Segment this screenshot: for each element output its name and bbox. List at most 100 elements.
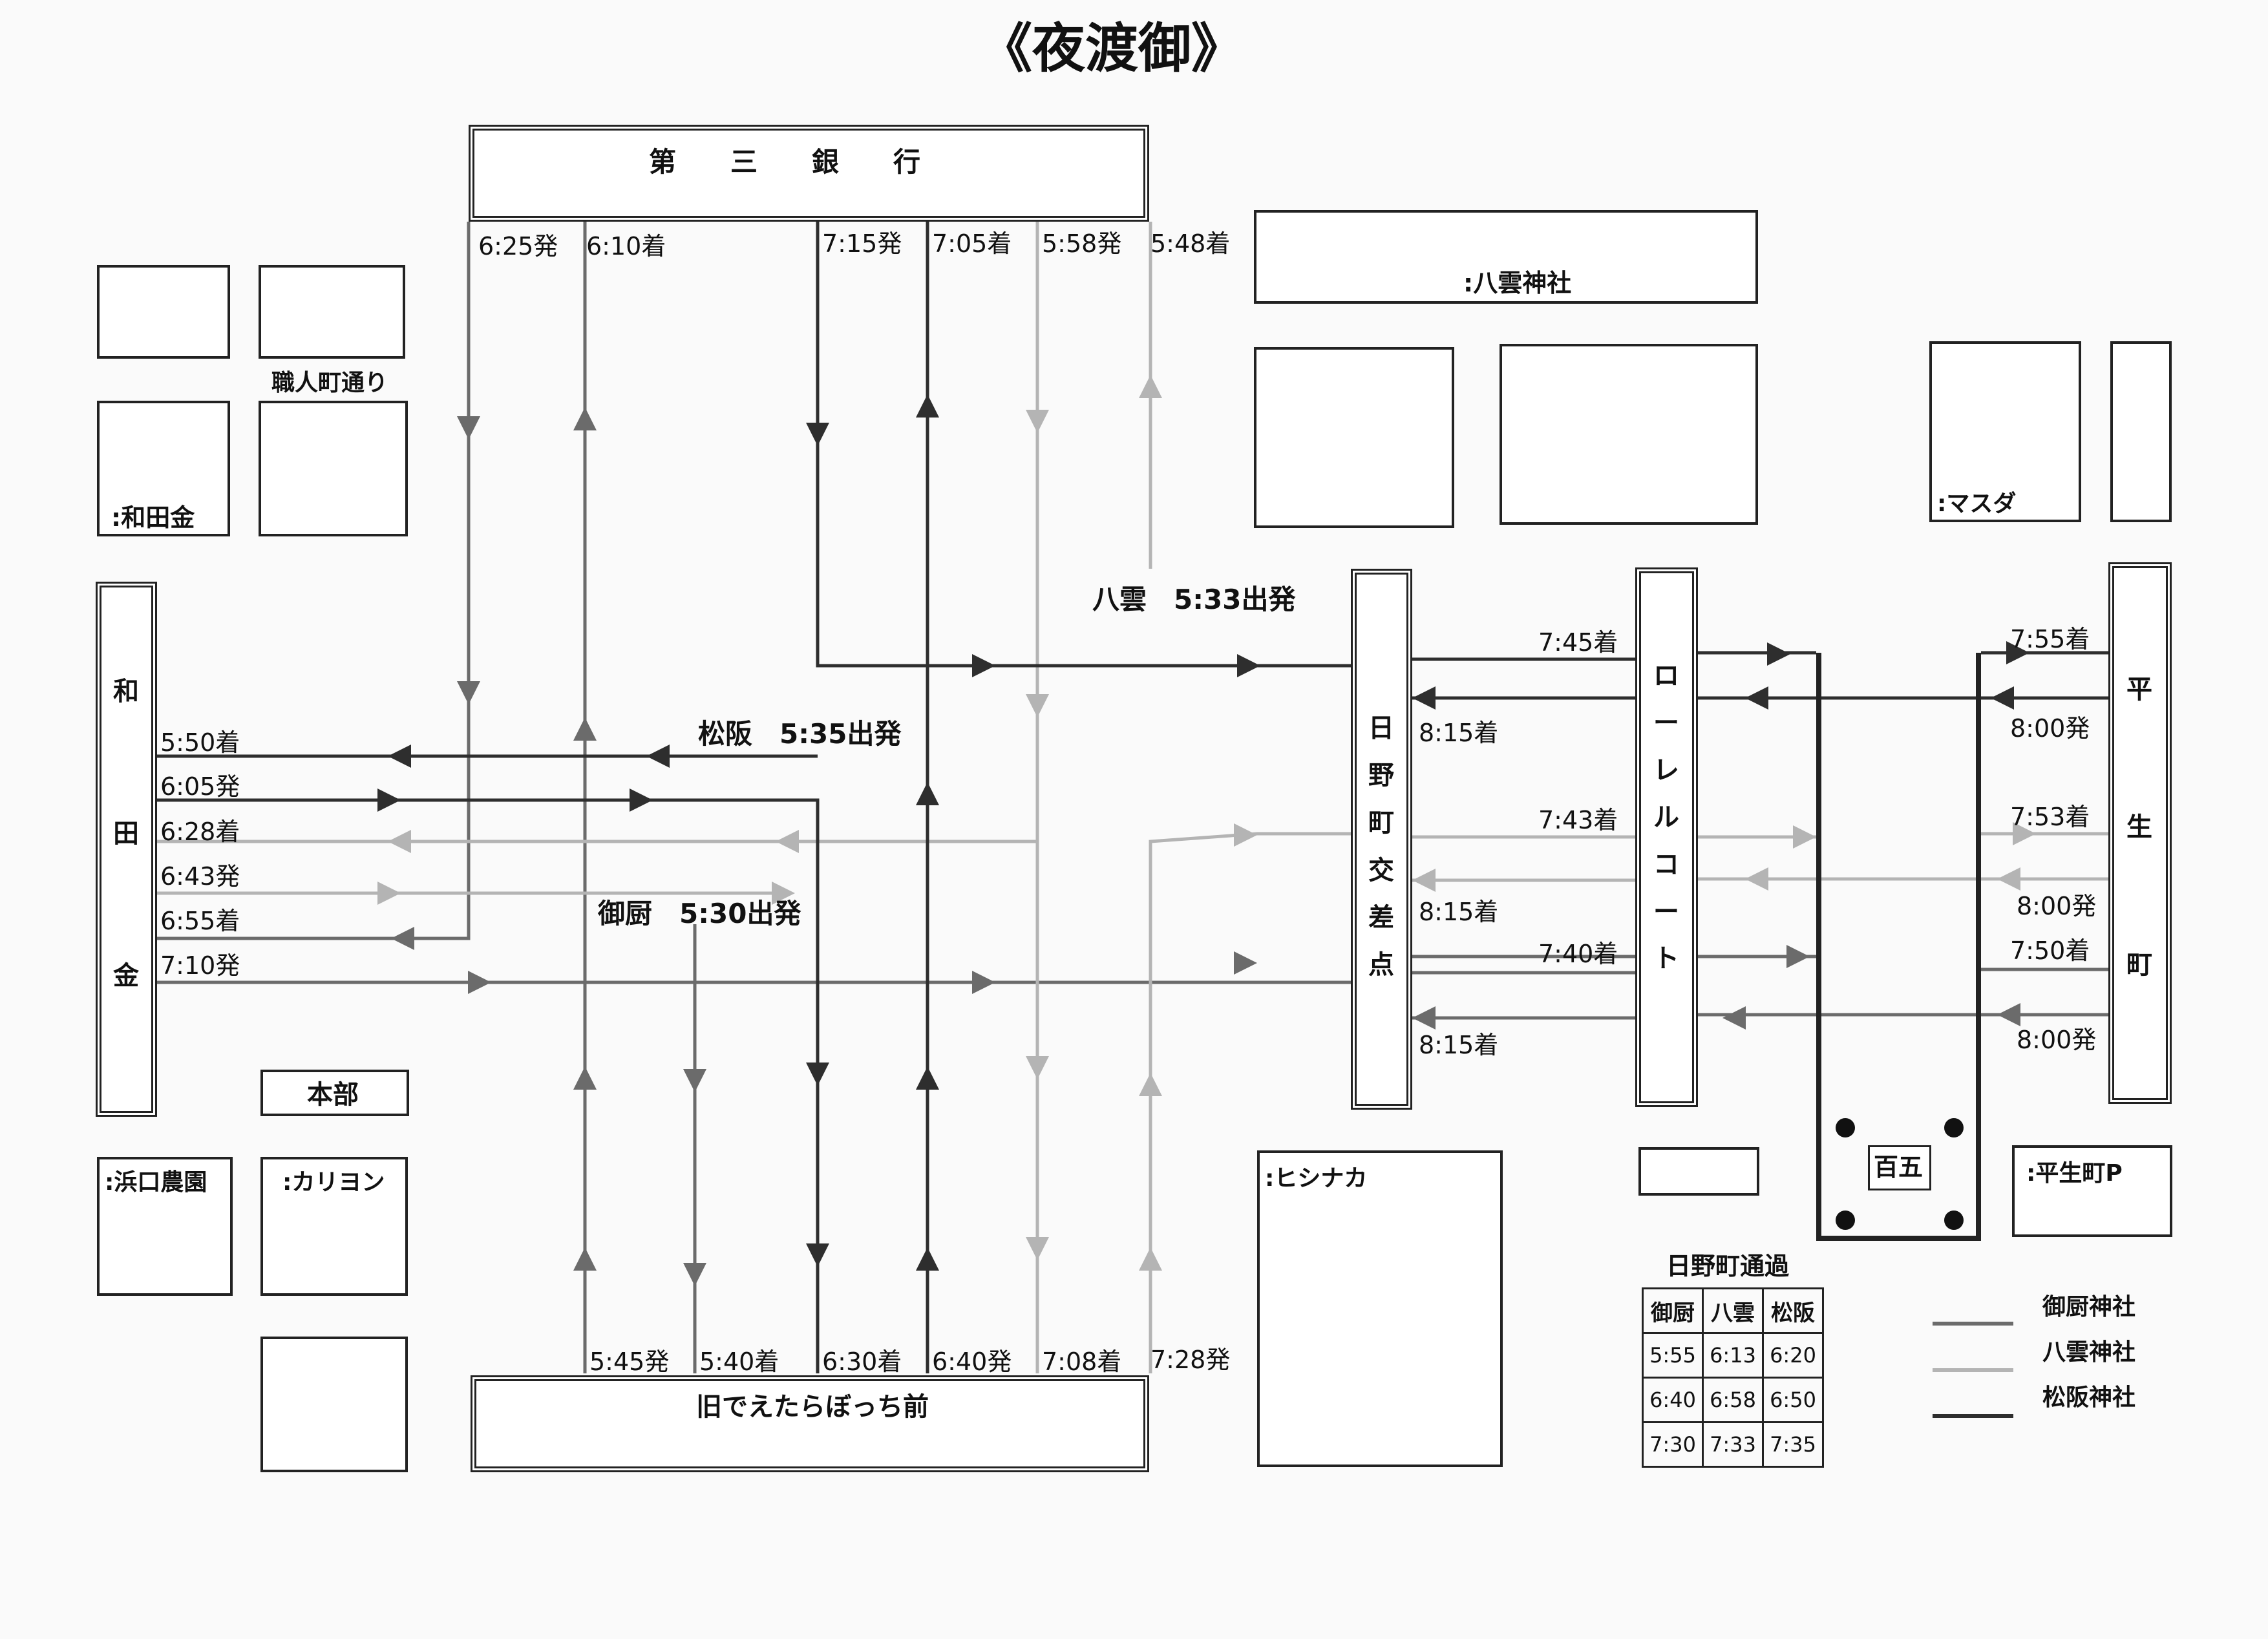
hirao-time: 7:55着: [2010, 625, 2090, 653]
laurel-court-vertical-label: ロ ー レ ル コ ー ト: [1637, 653, 1695, 982]
hirao-char: 生: [2126, 812, 2152, 842]
laurel-char: レ: [1653, 756, 1679, 786]
hirao-char: 平: [2126, 674, 2152, 704]
route-arrow: [1722, 1006, 1746, 1030]
kariyon-building: :カリヨン: [260, 1157, 408, 1296]
route-arrow: [1026, 1237, 1049, 1260]
pass-table-cell: 6:20: [1762, 1332, 1824, 1379]
hino-char: 点: [1368, 950, 1394, 980]
route-arrow: [377, 882, 401, 905]
pass-table: 御厨 八雲 松阪 5:55 6:13 6:20 6:40 6:58 6:50 7…: [1642, 1287, 1824, 1468]
wadakin-small-label: :和田金: [111, 503, 195, 532]
route-arrow: [1139, 1073, 1162, 1096]
route-arrow: [1237, 654, 1260, 677]
legend-label: 八雲神社: [2042, 1339, 2136, 1366]
laurel-char: ト: [1653, 944, 1679, 974]
hino-char: 野: [1368, 760, 1394, 790]
wadakin-char: 田: [113, 819, 139, 849]
hino-time: 8:15着: [1419, 898, 1499, 926]
laurel-char: コ: [1653, 849, 1679, 880]
route-arrow: [776, 830, 799, 853]
hirao-p-building: :平生町P: [2012, 1145, 2172, 1237]
pass-table-header-cell: 八雲: [1702, 1287, 1764, 1334]
laurel-court-building: [1635, 567, 1698, 1107]
pass-table-cell: 6:13: [1702, 1332, 1764, 1379]
block-top-2: [1500, 344, 1758, 525]
route-arrow: [573, 717, 597, 741]
matsusaka-route: [816, 222, 1351, 668]
kariyon-label: :カリヨン: [282, 1169, 385, 1196]
block-left-2: [259, 265, 405, 359]
wadakin-vertical-label: 和 田 金: [97, 620, 155, 1047]
masuda-label: :マスダ: [1937, 491, 2017, 517]
block-top-1: [1254, 347, 1454, 528]
pass-table-cell: 7:33: [1702, 1421, 1764, 1468]
honbu-label: 本部: [307, 1080, 359, 1110]
top-time: 7:15発: [822, 229, 902, 258]
mikuriya-route: [157, 222, 471, 940]
route-arrow: [1026, 694, 1049, 717]
hirao-machi-building: [2108, 562, 2172, 1104]
route-arrow: [1234, 951, 1257, 975]
hirao-time: 7:50着: [2010, 936, 2090, 965]
legend-swatch-yakumo: [1933, 1368, 2013, 1372]
pass-table-row: 7:30 7:33 7:35: [1642, 1421, 1824, 1468]
hyakugo-dot: [1836, 1211, 1855, 1230]
route-arrow: [573, 1066, 597, 1090]
hino-crossing-vertical-label: 日 野 町 交 差 点: [1352, 704, 1410, 989]
hishinaka-building: :ヒシナカ: [1257, 1150, 1503, 1467]
yakumo-jinja-building: :八雲神社: [1254, 210, 1758, 304]
bottom-time: 5:40着: [699, 1348, 779, 1376]
pass-table-cell: 7:35: [1762, 1421, 1824, 1468]
route-arrow: [457, 681, 480, 704]
wadakin-time: 6:05発: [160, 772, 240, 801]
hino-time: 8:15着: [1419, 1031, 1499, 1059]
shokunin-dori-label: 職人町通り: [271, 370, 388, 396]
route-arrow: [630, 788, 653, 812]
route-arrow: [1767, 642, 1790, 666]
route-arrow: [1745, 686, 1768, 710]
route-arrow: [388, 745, 411, 768]
hyakugo-label: 百五: [1874, 1153, 1924, 1181]
block-top-right: [2110, 341, 2172, 522]
route-arrow: [772, 882, 795, 905]
route-arrow: [377, 788, 401, 812]
mikuriya-departure: 御厨 5:30出発: [598, 898, 801, 929]
route-arrow: [2013, 822, 2036, 845]
route-arrow: [1412, 869, 1436, 892]
route-arrow: [1997, 867, 2020, 891]
old-dekitara-building: 旧でえたらぼっち前: [471, 1375, 1149, 1472]
hyakugo-sign: 百五: [1868, 1145, 1931, 1190]
route-arrow: [972, 971, 995, 994]
top-time: 6:25発: [478, 232, 558, 260]
bottom-time: 7:08着: [1042, 1348, 1122, 1376]
bottom-time: 7:28発: [1150, 1346, 1231, 1374]
honbu-building: 本部: [260, 1070, 409, 1116]
bottom-time: 6:40発: [932, 1348, 1012, 1376]
wadakin-small-building: :和田金: [97, 401, 230, 536]
route-arrow: [573, 1247, 597, 1271]
wadakin-char: 金: [113, 961, 139, 991]
hyakugo-outer: [1816, 653, 1981, 1241]
route-arrow: [468, 971, 491, 994]
pass-table-row: 6:40 6:58 6:50: [1642, 1377, 1824, 1423]
top-time: 7:05着: [932, 229, 1012, 258]
legend-label: 松阪神社: [2042, 1384, 2136, 1411]
matsusaka-departure: 松阪 5:35出発: [698, 718, 902, 750]
route-arrow: [1139, 375, 1162, 398]
bottom-time: 5:45発: [589, 1348, 670, 1376]
hino-char: 交: [1368, 855, 1394, 885]
laurel-char: ロ: [1653, 661, 1679, 692]
yakumo-route: [1149, 832, 1351, 1373]
hirao-time: 8:00発: [2017, 1026, 2097, 1054]
bottom-time: 6:30着: [822, 1348, 902, 1376]
hyakugo-dot: [1944, 1211, 1964, 1230]
hino-time: 7:43着: [1538, 806, 1618, 834]
hishinaka-label: :ヒシナカ: [1265, 1165, 1368, 1192]
hirao-machi-vertical-label: 平 生 町: [2110, 620, 2168, 1034]
hirao-p-label: :平生町P: [2026, 1160, 2123, 1187]
pass-table-cell: 6:40: [1642, 1377, 1704, 1423]
block-left-1: [97, 265, 230, 359]
route-arrow: [916, 1066, 939, 1090]
